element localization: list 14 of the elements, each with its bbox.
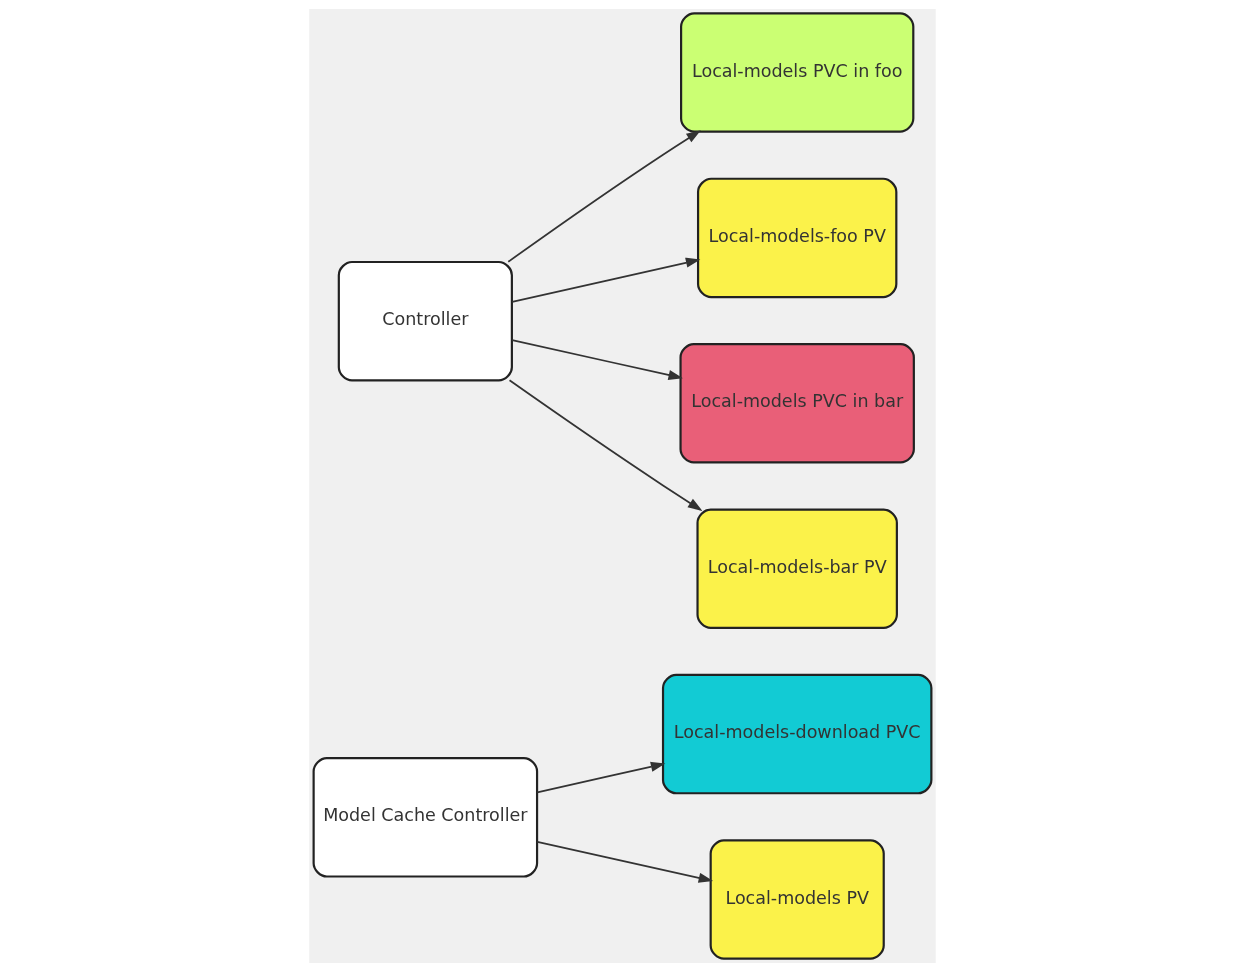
arrow bbox=[536, 840, 714, 883]
arrow bbox=[536, 761, 666, 793]
node-box: Controller bbox=[337, 260, 513, 381]
node-box: Local-models PVC in bar bbox=[679, 342, 915, 464]
node-box: Local-models-download PVC bbox=[661, 673, 933, 794]
arrow bbox=[511, 257, 701, 303]
arrow bbox=[511, 338, 683, 380]
node-box: Local-models PV bbox=[709, 838, 885, 960]
node-box: Local-models-foo PV bbox=[697, 177, 898, 298]
arrow bbox=[507, 129, 701, 263]
node-box: Local-models-bar PV bbox=[696, 507, 898, 629]
arrow bbox=[508, 378, 703, 511]
node-box: Model Cache Controller bbox=[312, 756, 539, 878]
node-box: Local-models PVC in foo bbox=[680, 11, 915, 133]
